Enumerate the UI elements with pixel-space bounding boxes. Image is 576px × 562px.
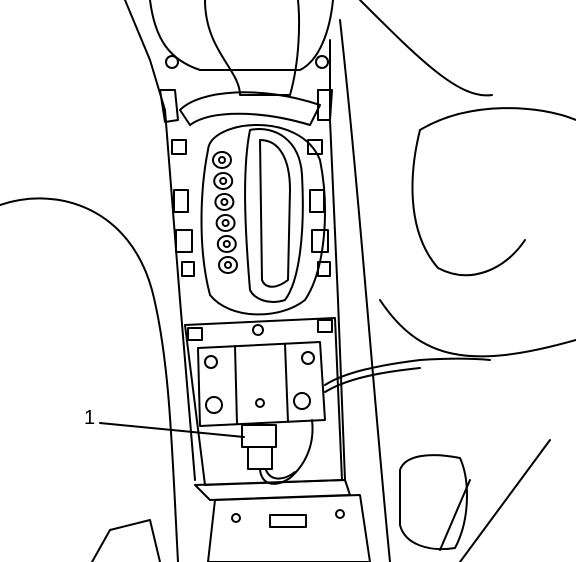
shifter-base-block xyxy=(197,341,326,427)
right-corner-line xyxy=(459,439,551,562)
lower-console-screw-right xyxy=(335,509,345,519)
console-frame-right xyxy=(329,39,346,481)
shifter-boot xyxy=(204,0,301,96)
gear-indicator-group xyxy=(212,151,238,274)
wire-harness-2 xyxy=(324,367,421,393)
screw-top-right xyxy=(315,55,329,69)
lower-console-screw-left xyxy=(231,513,241,523)
gear-indicator-3 xyxy=(214,193,235,211)
shifter-collar xyxy=(179,91,321,126)
electrical-connector xyxy=(241,424,277,448)
shifter-bezel xyxy=(200,124,326,316)
right-lower-trim xyxy=(379,299,576,358)
base-bolt-top-right xyxy=(301,351,315,365)
gear-indicator-dot-6 xyxy=(224,261,232,269)
gear-indicator-5 xyxy=(216,235,237,253)
gear-indicator-2 xyxy=(213,172,234,190)
right-seat-outline xyxy=(411,107,576,277)
right-handle xyxy=(399,454,468,551)
slot-left-4 xyxy=(181,261,195,277)
lower-console-slot xyxy=(269,514,307,528)
slot-left-3 xyxy=(175,229,193,253)
base-bolt-center xyxy=(255,398,265,408)
base-divider-1 xyxy=(234,345,238,425)
right-handle-tick xyxy=(439,479,471,551)
gear-indicator-1 xyxy=(212,151,232,169)
connector-body xyxy=(247,446,273,470)
right-trim-line xyxy=(339,19,391,562)
screw-top-left xyxy=(165,55,179,69)
base-bolt-top-left xyxy=(204,355,218,369)
slot-right-4 xyxy=(317,261,331,277)
plate-window-left xyxy=(187,327,203,341)
connector-wire xyxy=(259,419,314,485)
left-lower-panel xyxy=(91,519,161,562)
clip-left xyxy=(159,89,179,123)
slot-right-1 xyxy=(307,139,323,155)
wire-harness xyxy=(324,357,491,386)
connector-wire-2 xyxy=(265,469,296,480)
gear-indicator-dot-5 xyxy=(222,240,231,248)
base-bolt-bottom-right xyxy=(293,392,311,410)
lower-console-box xyxy=(207,494,371,562)
slot-left-2 xyxy=(173,189,189,213)
console-top-curve xyxy=(149,0,334,71)
gear-indicator-dot-4 xyxy=(221,219,230,227)
gear-indicator-4 xyxy=(215,214,236,232)
shifter-gate xyxy=(244,128,304,303)
base-divider-2 xyxy=(284,343,289,423)
left-seat-outline xyxy=(0,197,179,562)
console-frame-left xyxy=(124,0,196,481)
gear-indicator-dot-1 xyxy=(218,156,226,164)
plate-pin-center xyxy=(252,324,264,336)
shifter-gate-inner xyxy=(259,139,291,288)
slot-left-1 xyxy=(171,139,187,155)
slot-right-3 xyxy=(311,229,329,253)
callout-label-1: 1 xyxy=(84,407,96,429)
base-bolt-bottom-left xyxy=(205,396,223,414)
callout-leader-line xyxy=(99,422,245,438)
gear-indicator-dot-3 xyxy=(220,198,229,206)
lower-console-lip xyxy=(194,479,351,501)
right-seat-edge xyxy=(359,0,493,97)
gear-indicator-dot-2 xyxy=(219,177,228,185)
plate-window-right xyxy=(317,319,333,333)
slot-right-2 xyxy=(309,189,325,213)
clip-right xyxy=(317,89,333,121)
gear-indicator-6 xyxy=(218,256,238,274)
